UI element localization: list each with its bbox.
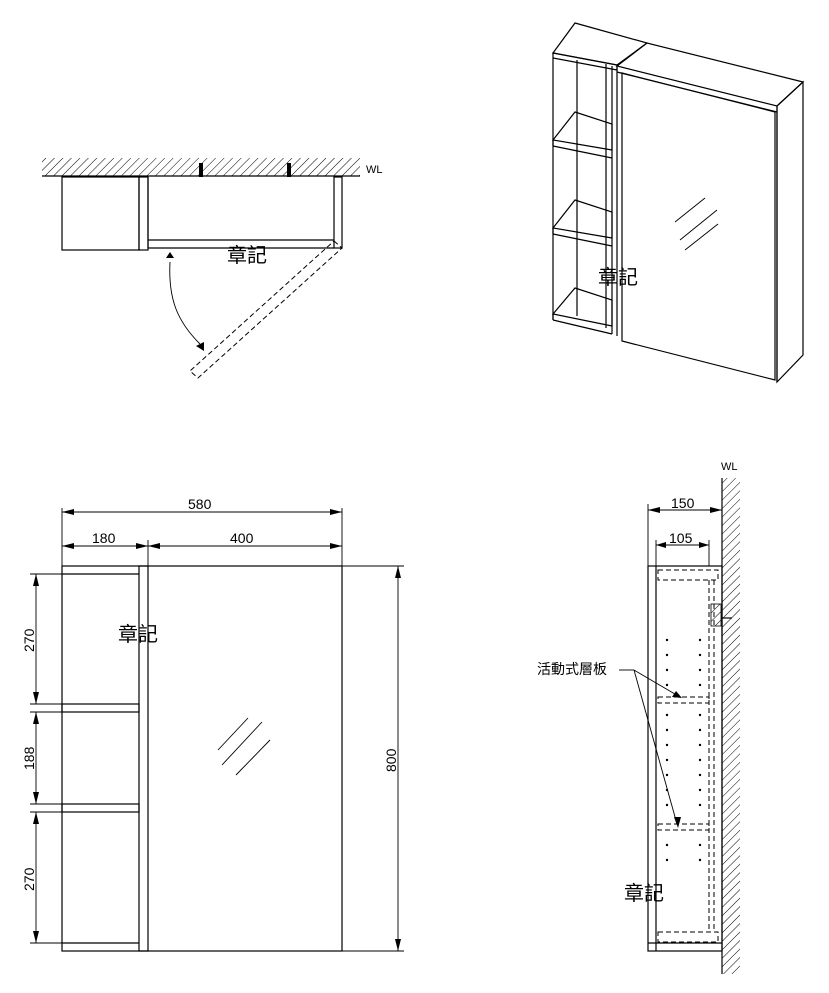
plan-screw-left xyxy=(199,163,203,177)
plan-divider xyxy=(138,176,149,251)
adjustable-shelf-label: 活動式層板 xyxy=(537,661,607,677)
plan-mark: 章記 xyxy=(227,244,267,267)
side-shelf-2 xyxy=(657,823,710,831)
side-mark: 章記 xyxy=(624,882,664,905)
side-hanger xyxy=(710,603,722,627)
front-body xyxy=(61,565,343,952)
front-shelf-2 xyxy=(61,803,140,813)
plan-open-door xyxy=(189,240,343,379)
dim-depth-inner: 105 xyxy=(669,530,693,546)
front-view: 章記 580 180 400 800 xyxy=(21,496,404,952)
side-body xyxy=(647,565,723,952)
side-pin-holes xyxy=(665,638,702,862)
plan-screw-right xyxy=(287,163,291,177)
plan-view: WL 章記 xyxy=(42,158,383,379)
dim-shelf-top: 270 xyxy=(21,628,37,652)
plan-shelf-box xyxy=(61,176,140,251)
iso-mark: 章記 xyxy=(598,266,638,289)
side-wall-label: WL xyxy=(721,461,738,473)
side-shelf-1 xyxy=(657,696,710,704)
plan-right-side xyxy=(333,176,343,249)
front-shelf-1 xyxy=(61,703,140,713)
dim-depth-total: 150 xyxy=(671,495,695,511)
dim-shelf-bottom: 270 xyxy=(21,867,37,891)
dim-door-width: 400 xyxy=(230,530,254,546)
dim-total-width: 580 xyxy=(188,496,212,512)
dim-shelf-mid: 188 xyxy=(21,746,37,770)
front-mark: 章記 xyxy=(118,623,158,646)
side-wall-hatch xyxy=(722,478,740,974)
front-divider xyxy=(138,565,149,952)
iso-view: 章記 xyxy=(551,22,805,384)
plan-wall-label: WL xyxy=(366,164,383,176)
iso-door xyxy=(621,72,776,381)
side-view: WL 活動式層板 章記 xyxy=(537,461,740,974)
dim-height: 800 xyxy=(383,748,399,772)
dim-shelf-width: 180 xyxy=(92,530,116,546)
